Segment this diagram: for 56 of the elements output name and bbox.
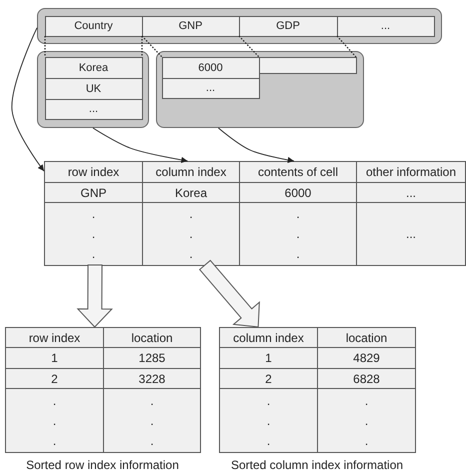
table-cell: . . .	[239, 202, 357, 266]
table-cell: 1285	[103, 347, 201, 369]
dotted-line	[44, 36, 46, 57]
table-cell: 2	[5, 368, 104, 389]
table-cell: . . .	[317, 388, 416, 453]
table	[44, 161, 465, 265]
table-cell: . . .	[219, 388, 318, 453]
table-cell: column index	[142, 161, 240, 183]
table-cell: 2	[219, 368, 318, 389]
table-cell: UK	[44, 78, 142, 100]
table-cell: 6828	[317, 368, 416, 389]
table-cell: GNP	[44, 182, 143, 203]
arrow	[218, 128, 294, 164]
table-cell: ...	[336, 16, 434, 36]
table-cell: 3228	[103, 368, 201, 389]
table-cell: ...	[44, 98, 142, 120]
table-cell: row index	[44, 161, 143, 183]
table-cell: contents of cell	[239, 161, 357, 183]
table-cell: . . .	[103, 388, 201, 453]
table-cell: . . .	[5, 388, 104, 453]
group-panel	[37, 51, 149, 128]
table-cell: Country	[44, 16, 142, 36]
table-cell: ...	[162, 78, 260, 98]
group-panel	[37, 8, 442, 44]
table-cell: ...	[356, 202, 466, 266]
table-cell: GNP	[142, 16, 240, 36]
table-caption: Sorted column index information	[230, 458, 404, 472]
block-arrow	[198, 260, 260, 328]
table-cell: 6000	[239, 182, 357, 203]
table-cell: row index	[5, 327, 104, 348]
group-panel	[156, 51, 364, 128]
table-cell: Korea	[44, 56, 142, 78]
table-cell: column index	[219, 327, 318, 348]
table-caption: Sorted row index information	[25, 458, 180, 472]
table-cell: . . .	[142, 202, 240, 266]
block-arrow	[76, 264, 113, 328]
arrow	[92, 128, 188, 164]
table-cell: location	[103, 327, 201, 348]
table-cell: . . .	[44, 202, 143, 266]
table-cell	[258, 56, 356, 74]
table-cell: Korea	[142, 182, 240, 203]
table-cell: other information	[356, 161, 466, 183]
dotted-line	[336, 36, 356, 58]
table-cell: ...	[356, 182, 466, 203]
table-cell: 1	[219, 347, 318, 369]
dotted-line	[238, 36, 260, 58]
dotted-line	[142, 36, 162, 58]
table-cell: 4829	[317, 347, 416, 369]
table-cell: 1	[5, 347, 104, 369]
arrow	[12, 27, 44, 172]
table-cell: GDP	[238, 16, 338, 36]
table-cell: location	[317, 327, 416, 348]
table-cell: 6000	[162, 56, 260, 78]
table	[5, 327, 200, 452]
table	[219, 327, 415, 452]
dotted-line	[141, 36, 143, 57]
